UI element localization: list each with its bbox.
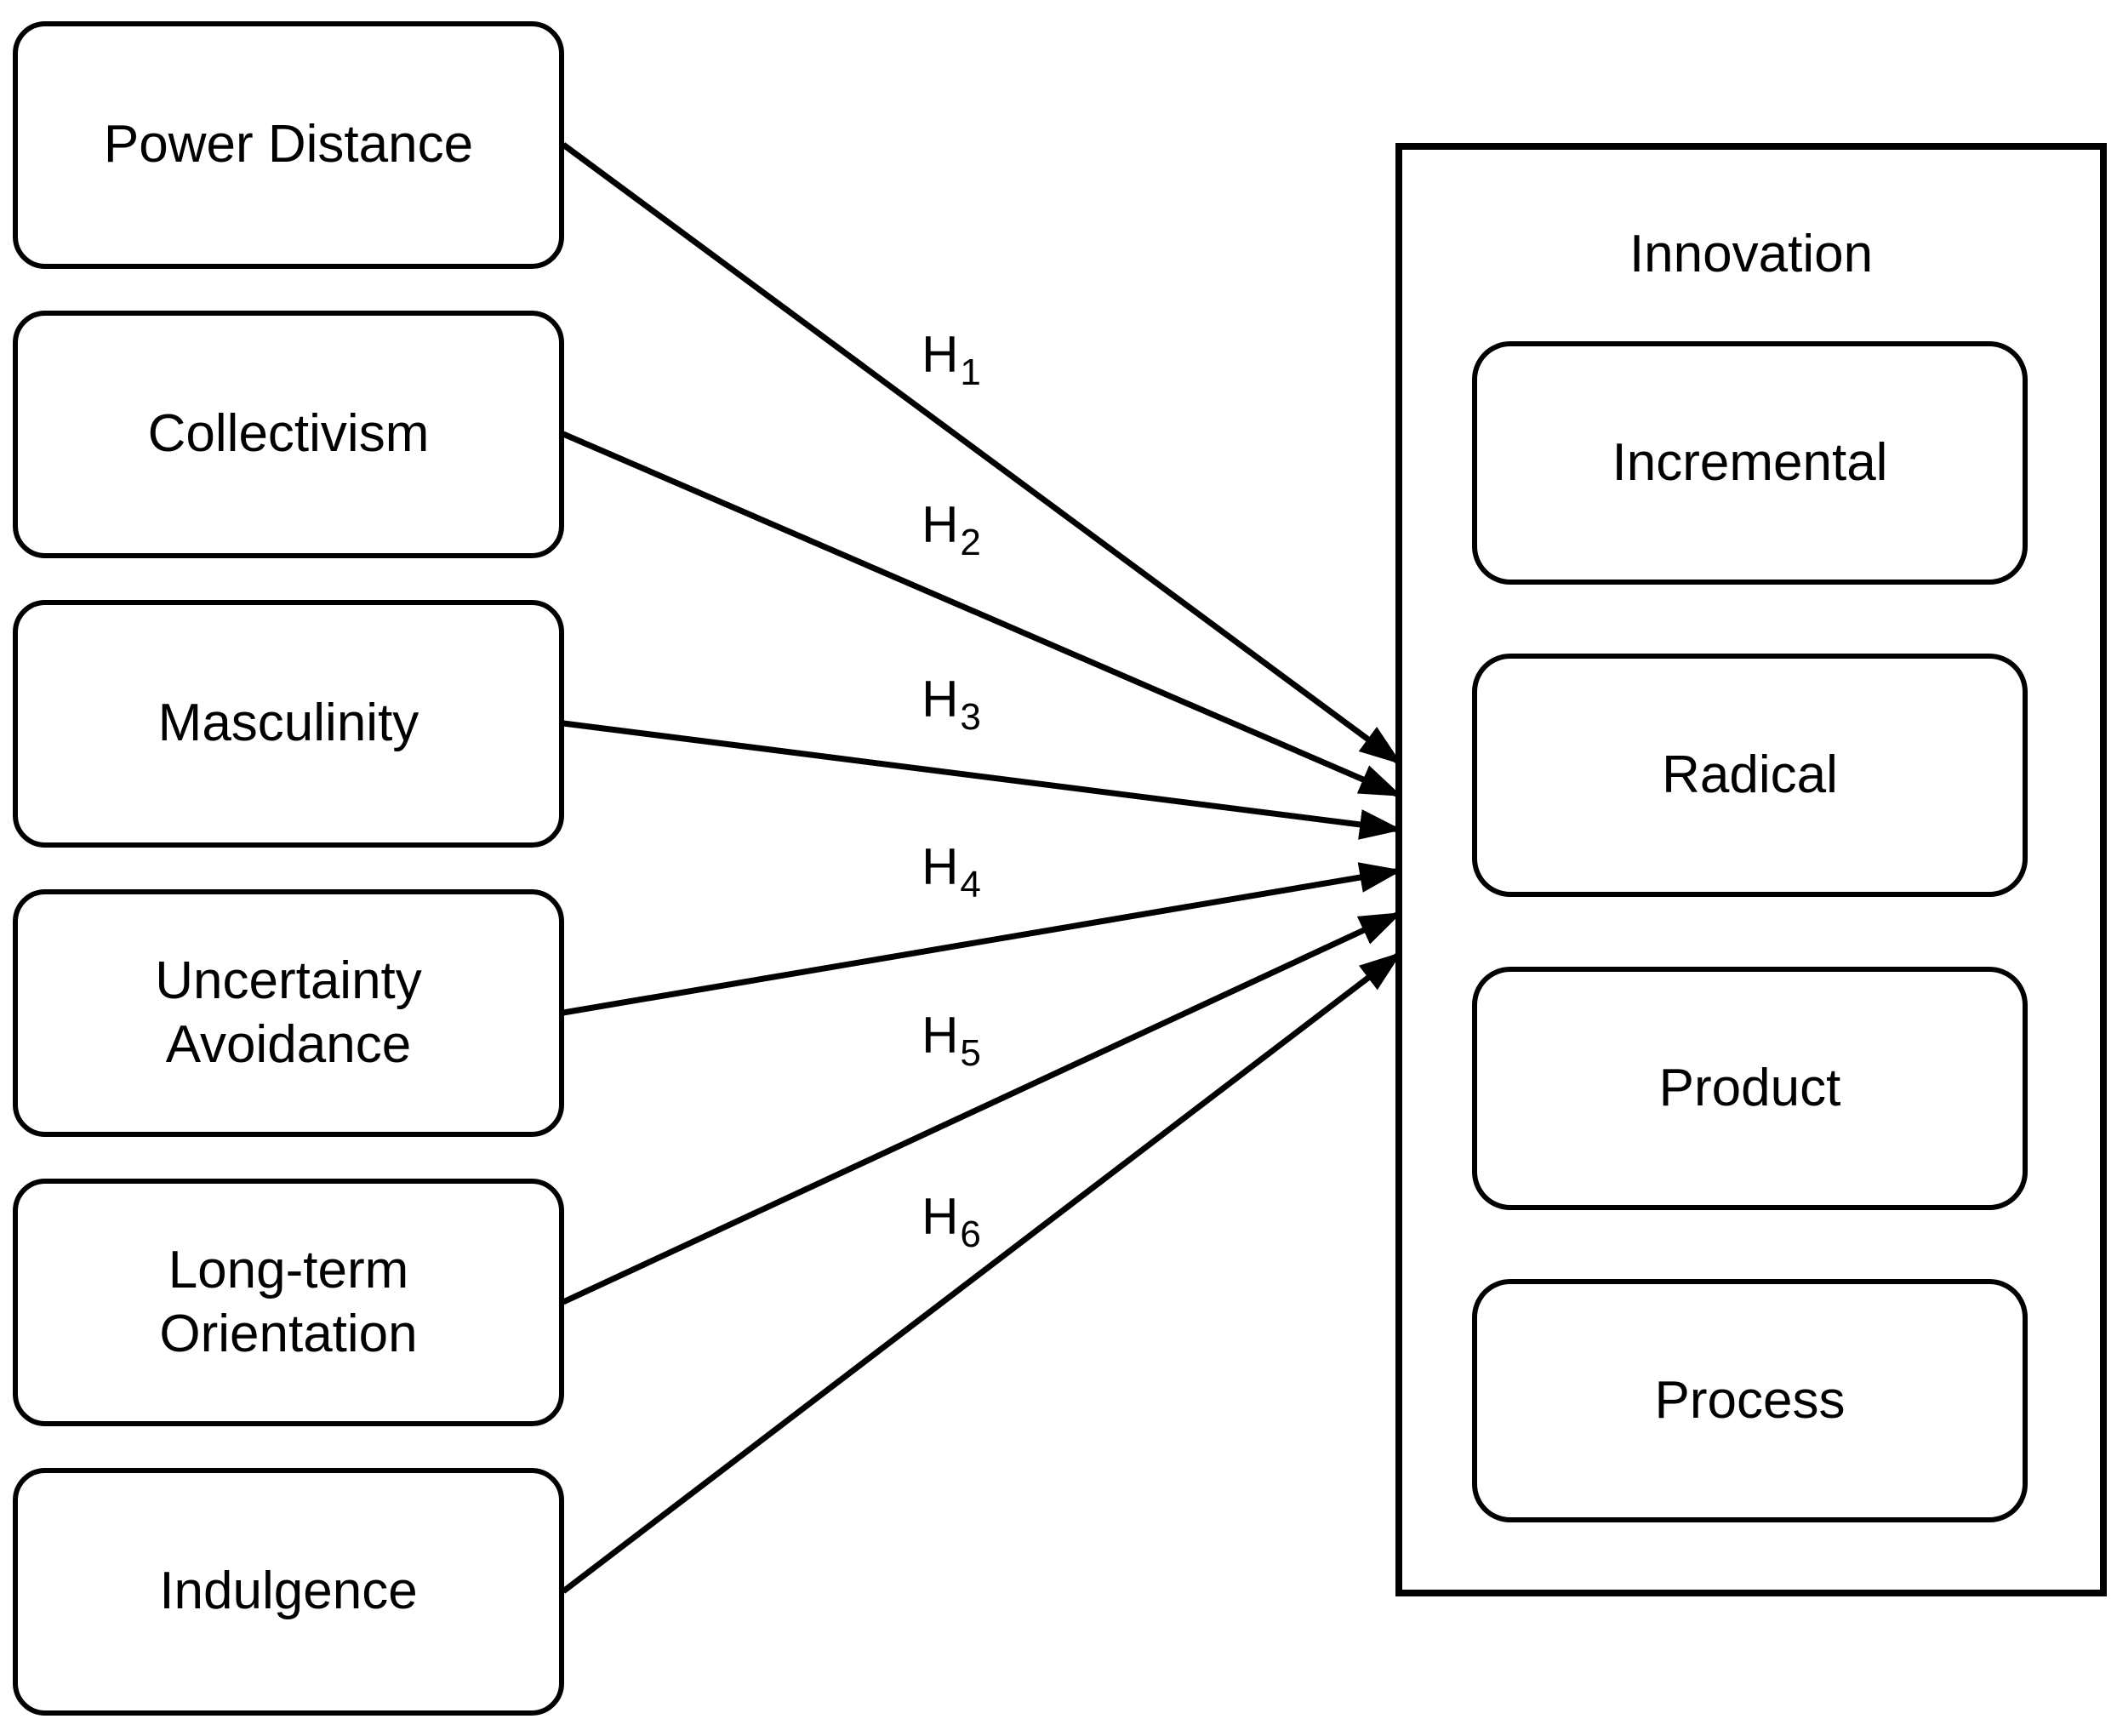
innovation-title: Innovation <box>1629 225 1874 283</box>
node-label: Process <box>1654 1370 1846 1430</box>
hypothesis-base: H <box>922 671 959 728</box>
arrow-h5 <box>562 910 1402 1305</box>
hypothesis-base: H <box>922 496 959 553</box>
node-masculinity: Masculinity <box>13 600 564 848</box>
node-label: Indulgence <box>159 1562 418 1621</box>
hypothesis-base: H <box>922 1007 959 1064</box>
hypothesis-subscript: 6 <box>960 1213 981 1255</box>
node-process: Process <box>1472 1279 2028 1522</box>
hypothesis-base: H <box>922 838 959 895</box>
node-label: Masculinity <box>157 694 419 753</box>
node-uncertainty-avoidance: Uncertainty Avoidance <box>13 889 564 1137</box>
label-h5: H5 <box>922 1007 981 1075</box>
node-label: Long-term Orientation <box>159 1241 418 1363</box>
label-h4: H4 <box>922 842 981 906</box>
hypothesis-subscript: 1 <box>960 351 981 393</box>
hypothesis-subscript: 3 <box>960 696 981 738</box>
node-indulgence: Indulgence <box>13 1468 564 1716</box>
arrow-h3 <box>562 720 1402 840</box>
label-h6: H6 <box>922 1188 981 1256</box>
label-h1: H1 <box>922 326 981 394</box>
hypothesis-subscript: 5 <box>960 1032 981 1074</box>
node-label: Product <box>1658 1058 1841 1117</box>
hypothesis-base: H <box>922 1188 959 1245</box>
node-label: Uncertainty Avoidance <box>155 951 422 1074</box>
arrow-h4 <box>562 862 1402 1016</box>
hypothesis-subscript: 2 <box>960 522 981 563</box>
node-long-term-orientation: Long-term Orientation <box>13 1179 564 1426</box>
hypothesis-base: H <box>922 326 959 383</box>
node-product: Product <box>1472 967 2028 1210</box>
node-label: Incremental <box>1612 432 1888 492</box>
hypothesis-subscript: 4 <box>960 864 981 905</box>
node-label: Power Distance <box>103 115 474 174</box>
label-h3: H3 <box>922 671 981 739</box>
node-label: Collectivism <box>147 404 430 464</box>
node-collectivism: Collectivism <box>13 311 564 558</box>
arrow-h1 <box>561 142 1403 766</box>
node-incremental: Incremental <box>1472 341 2028 585</box>
node-radical: Radical <box>1472 654 2028 897</box>
label-h2: H2 <box>922 500 981 564</box>
arrow-h2 <box>562 431 1402 799</box>
node-power-distance: Power Distance <box>13 21 564 269</box>
node-label: Radical <box>1662 745 1838 804</box>
arrow-h6 <box>561 951 1403 1594</box>
